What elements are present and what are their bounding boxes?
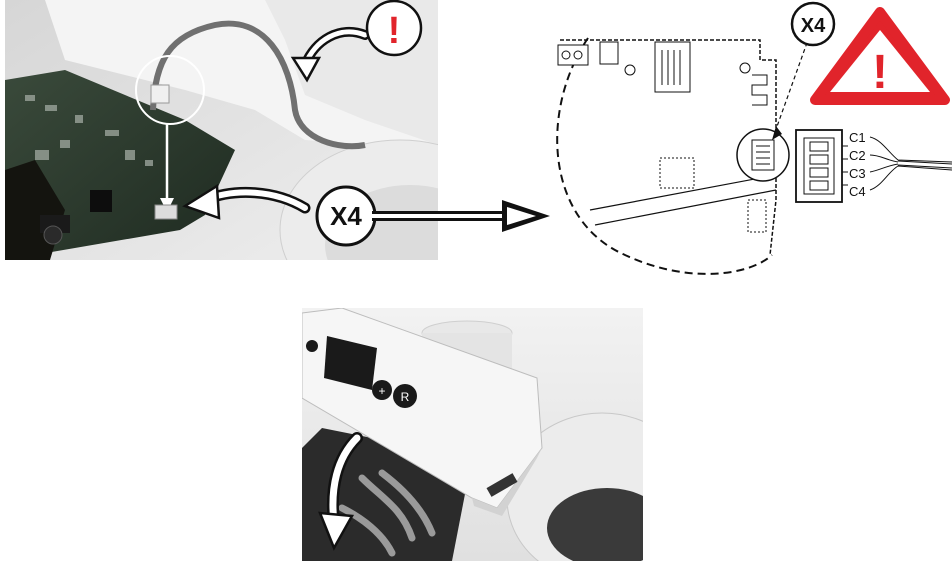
arrow-to-diagram [372, 200, 550, 232]
pin-label-c4: C4 [849, 184, 866, 199]
warning-triangle-icon: ! [810, 7, 950, 105]
pin-label-c1: C1 [849, 130, 866, 145]
x4-badge-photo: X4 [315, 185, 377, 247]
photo-open-cover: + R [302, 308, 643, 561]
svg-text:+: + [378, 384, 385, 398]
pin-label-c2: C2 [849, 148, 866, 163]
warning-small-mark: ! [388, 10, 401, 52]
x4-label-photo: X4 [330, 201, 362, 231]
x4-label-diagram: X4 [801, 15, 826, 37]
warning-circle-icon: ! [365, 0, 423, 57]
svg-text:R: R [401, 390, 410, 404]
pin-label-c3: C3 [849, 166, 866, 181]
warning-big-mark: ! [872, 46, 888, 99]
pcb-detail-diagram: X4 C1 C2 C3 C4 [556, 1, 952, 275]
